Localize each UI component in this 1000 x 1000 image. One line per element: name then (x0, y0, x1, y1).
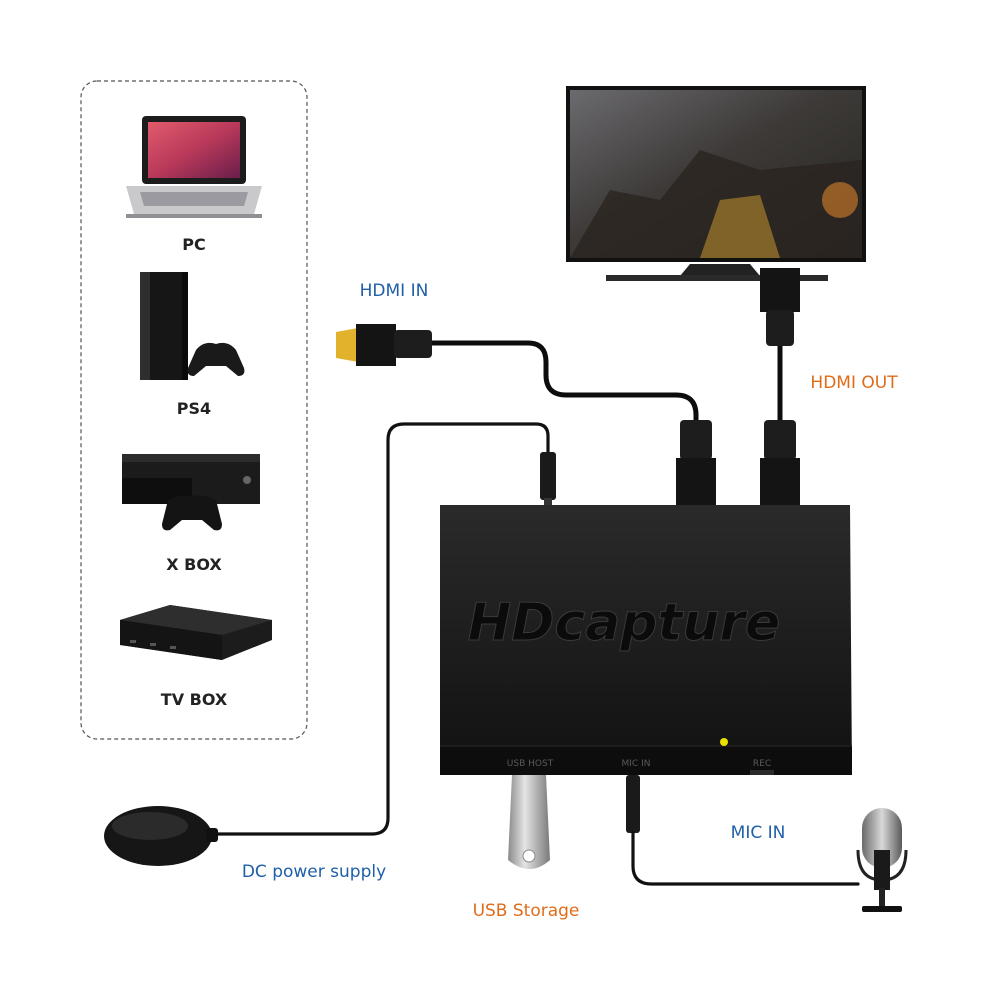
mic-in-label: MIC IN (731, 823, 786, 843)
mic-cable (631, 830, 860, 886)
port-label-mic-in: MIC IN (622, 759, 651, 769)
capture-box-brand: HDcapture (468, 593, 781, 653)
status-led (720, 738, 728, 746)
usb-drive-icon (508, 775, 550, 869)
monitor-icon (566, 86, 866, 281)
hdmi-in-cable (429, 340, 699, 428)
port-label-rec: REC (753, 759, 771, 769)
rec-button[interactable] (750, 770, 774, 775)
hdmi-out-label: HDMI OUT (810, 373, 898, 393)
hdmi-in-label: HDMI IN (360, 281, 429, 301)
laptop-icon (126, 116, 262, 218)
ps4-console-icon (140, 272, 245, 380)
hdmi-in-box-plug (676, 420, 716, 506)
dc-plug (540, 452, 556, 506)
tvbox-label: TV BOX (161, 690, 228, 709)
ps4-label: PS4 (177, 399, 211, 418)
dc-power-cable (210, 422, 550, 836)
port-label-usb-host: USB HOST (507, 759, 554, 769)
mic-plug (626, 775, 640, 833)
xbox-console-icon (122, 454, 260, 531)
power-adapter-icon (104, 806, 218, 866)
dc-power-label: DC power supply (242, 862, 386, 882)
pc-label: PC (182, 235, 205, 254)
hdmi-out-box-plug (760, 420, 800, 506)
hdmi-out-top-plug (760, 268, 800, 346)
xbox-label: X BOX (166, 555, 222, 574)
source-devices-panel (80, 80, 308, 740)
usb-storage-label: USB Storage (473, 901, 580, 921)
tv-box-icon (120, 605, 272, 660)
microphone-icon (856, 808, 908, 912)
hdmi-in-plug (336, 324, 432, 366)
capture-box (440, 505, 852, 775)
